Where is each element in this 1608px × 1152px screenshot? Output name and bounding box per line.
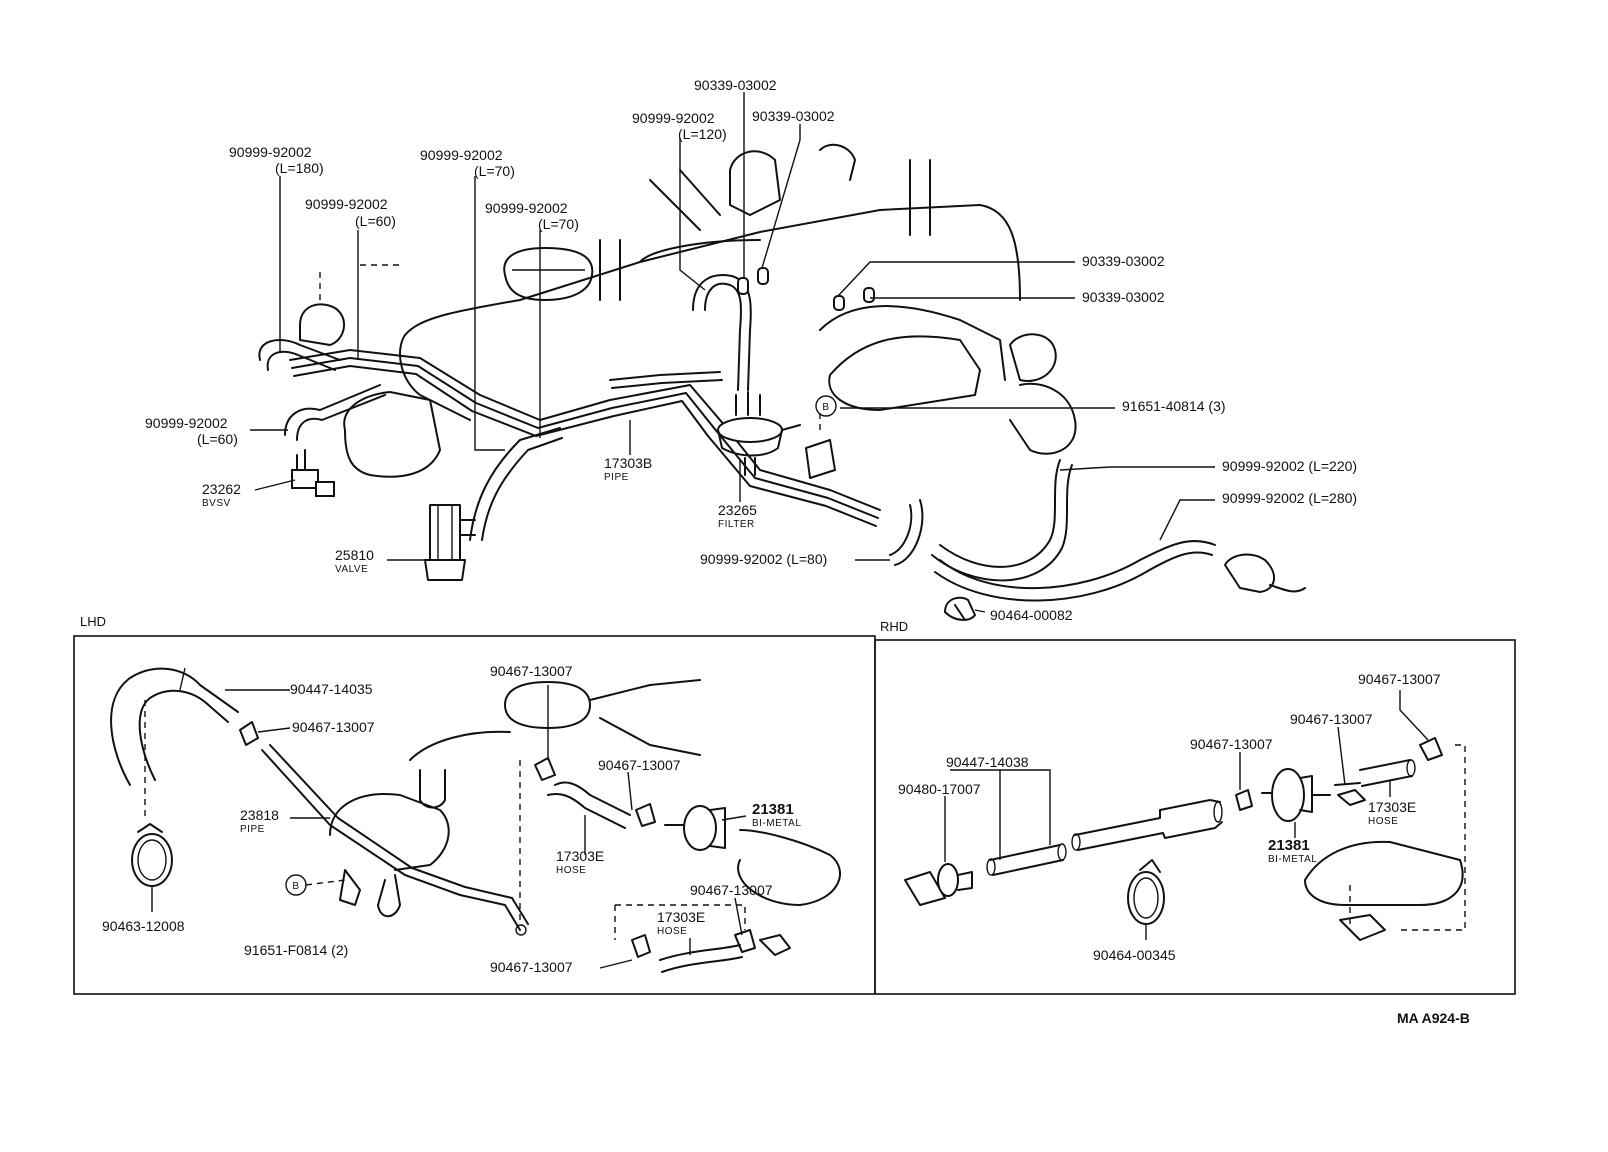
pipe-bundle-17303b — [289, 349, 881, 527]
clips-90339 — [737, 267, 875, 311]
label-l70b: (L=70) — [538, 216, 579, 232]
filter-23265 — [717, 391, 801, 476]
label-rhd-90467-13007-a: 90467-13007 — [1358, 671, 1441, 687]
label-90999-92002-l60b: 90999-92002 — [145, 415, 228, 431]
label-l120: (L=120) — [678, 126, 727, 142]
label-90339-03002-b: 90339-03002 — [752, 108, 835, 124]
section-label-rhd: RHD — [880, 619, 908, 634]
label-valve: VALVE — [335, 564, 368, 575]
label-lhd-90467-13007-e: 90467-13007 — [490, 959, 573, 975]
label-90999-92002-l280: 90999-92002 (L=280) — [1222, 490, 1357, 506]
rhd-drawing — [904, 737, 1466, 941]
rhd-box — [874, 639, 1516, 995]
label-90999-92002-l70a: 90999-92002 — [420, 147, 503, 163]
label-90464-00082: 90464-00082 — [990, 607, 1073, 623]
label-90339-03002-c: 90339-03002 — [1082, 253, 1165, 269]
label-rhd-bi-metal: BI-METAL — [1268, 854, 1317, 865]
marker-b-top: B — [815, 395, 837, 417]
vsv-right — [1224, 553, 1306, 593]
label-lhd-17303e-b: 17303E — [657, 909, 705, 925]
label-lhd-90467-13007-c: 90467-13007 — [598, 757, 681, 773]
label-lhd-90467-13007-a: 90467-13007 — [292, 719, 375, 735]
label-91651-40814: 91651-40814 (3) — [1122, 398, 1226, 414]
label-90339-03002-d: 90339-03002 — [1082, 289, 1165, 305]
clamp-90464-00082 — [944, 596, 976, 621]
label-lhd-hose-b: HOSE — [657, 926, 687, 937]
label-90999-92002-l80: 90999-92002 (L=80) — [700, 551, 827, 567]
label-l70a: (L=70) — [474, 163, 515, 179]
label-lhd-21381: 21381 — [752, 801, 794, 818]
label-filter: FILTER — [718, 519, 755, 530]
vacuum-hoses-upper — [258, 274, 1216, 602]
label-90339-03002-a: 90339-03002 — [694, 77, 777, 93]
label-lhd-91651-f0814: 91651-F0814 (2) — [244, 942, 348, 958]
engine-outline — [299, 143, 1077, 478]
leader-lines-top — [250, 92, 1215, 613]
oil-filler-cap — [503, 247, 594, 301]
leader-lines-lhd — [151, 685, 747, 969]
label-lhd-90467-13007-d: 90467-13007 — [690, 882, 773, 898]
lhd-drawing: B — [110, 667, 841, 973]
label-rhd-90464-00345: 90464-00345 — [1093, 947, 1176, 963]
diagram-code: MA A924-B — [1397, 1010, 1470, 1026]
label-bvsv: BVSV — [202, 498, 231, 509]
label-90999-92002-l120: 90999-92002 — [632, 110, 715, 126]
label-pipe-top: PIPE — [604, 472, 629, 483]
label-rhd-hose: HOSE — [1368, 816, 1398, 827]
label-lhd-bi-metal: BI-METAL — [752, 818, 801, 829]
label-lhd-90467-13007-b: 90467-13007 — [490, 663, 573, 679]
label-lhd-hose-a: HOSE — [556, 865, 586, 876]
label-90999-92002-l180: 90999-92002 — [229, 144, 312, 160]
label-25810: 25810 — [335, 547, 374, 563]
label-rhd-90447-14038: 90447-14038 — [946, 754, 1029, 770]
label-90999-92002-l220: 90999-92002 (L=220) — [1222, 458, 1357, 474]
label-17303b: 17303B — [604, 455, 652, 471]
label-lhd-17303e-a: 17303E — [556, 848, 604, 864]
label-rhd-90480-17007: 90480-17007 — [898, 781, 981, 797]
label-lhd-90447-14035: 90447-14035 — [290, 681, 373, 697]
label-rhd-90467-13007-c: 90467-13007 — [1190, 736, 1273, 752]
label-lhd-23818: 23818 — [240, 807, 279, 823]
marker-b-letter: B — [292, 881, 299, 892]
valve-25810 — [424, 504, 476, 581]
marker-b-letter: B — [822, 402, 829, 413]
section-label-lhd: LHD — [80, 614, 106, 629]
label-lhd-90463-12008: 90463-12008 — [102, 918, 185, 934]
label-23265: 23265 — [718, 502, 757, 518]
label-rhd-90467-13007-b: 90467-13007 — [1290, 711, 1373, 727]
label-l60b: (L=60) — [197, 431, 238, 447]
label-90999-92002-l60a: 90999-92002 — [305, 196, 388, 212]
bvsv-23262 — [291, 449, 335, 497]
label-rhd-17303e: 17303E — [1368, 799, 1416, 815]
label-90999-92002-l70b: 90999-92002 — [485, 200, 568, 216]
leader-lines-rhd — [944, 690, 1429, 940]
bracket-upper — [805, 410, 836, 479]
label-l180: (L=180) — [275, 160, 324, 176]
label-l60a: (L=60) — [355, 213, 396, 229]
label-23262: 23262 — [202, 481, 241, 497]
label-rhd-21381: 21381 — [1268, 837, 1310, 854]
label-lhd-pipe: PIPE — [240, 824, 265, 835]
